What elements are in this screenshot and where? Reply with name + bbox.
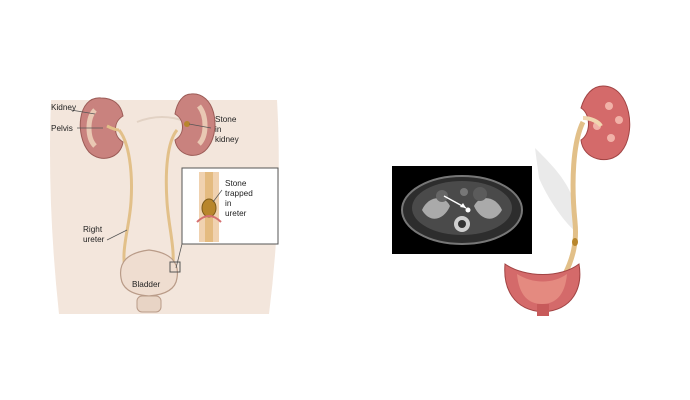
kidney-icon [580, 85, 631, 161]
urinary-tract-diagram: Kidney Pelvis Stone in kidney Right uret… [37, 82, 287, 314]
muscle-shadow [535, 148, 578, 232]
pelvis-label: Pelvis [51, 124, 73, 133]
stone-in-kidney-label-2: in [215, 125, 222, 134]
right-ureter-label-2: ureter [83, 235, 105, 244]
stone-trapped-label-1: Stone [225, 179, 247, 188]
left-ureter-path [164, 129, 179, 279]
ureter-path [562, 120, 586, 276]
bladder-icon [504, 263, 581, 316]
right-ureter-path [117, 129, 133, 279]
stone-trapped-label-2: trapped [225, 189, 253, 198]
magnified-ureter-inset [169, 167, 279, 273]
stone-in-kidney-label-3: kidney [215, 135, 240, 144]
stone-in-kidney-label-1: Stone [215, 115, 237, 124]
stone-trapped-label-4: ureter [225, 209, 247, 218]
trapped-stone-icon [201, 198, 217, 218]
bladder-icon [119, 249, 179, 313]
stone-icon [184, 121, 190, 127]
ct-scan-image [392, 166, 532, 254]
bladder-label: Bladder [132, 280, 160, 289]
kidney-icon [174, 93, 216, 156]
stone-icon [572, 238, 578, 246]
right-ureter-label-1: Right [83, 225, 103, 234]
kidney-label: Kidney [51, 103, 77, 112]
ureter-schematic [495, 82, 650, 318]
stone-trapped-label-3: in [225, 199, 232, 208]
